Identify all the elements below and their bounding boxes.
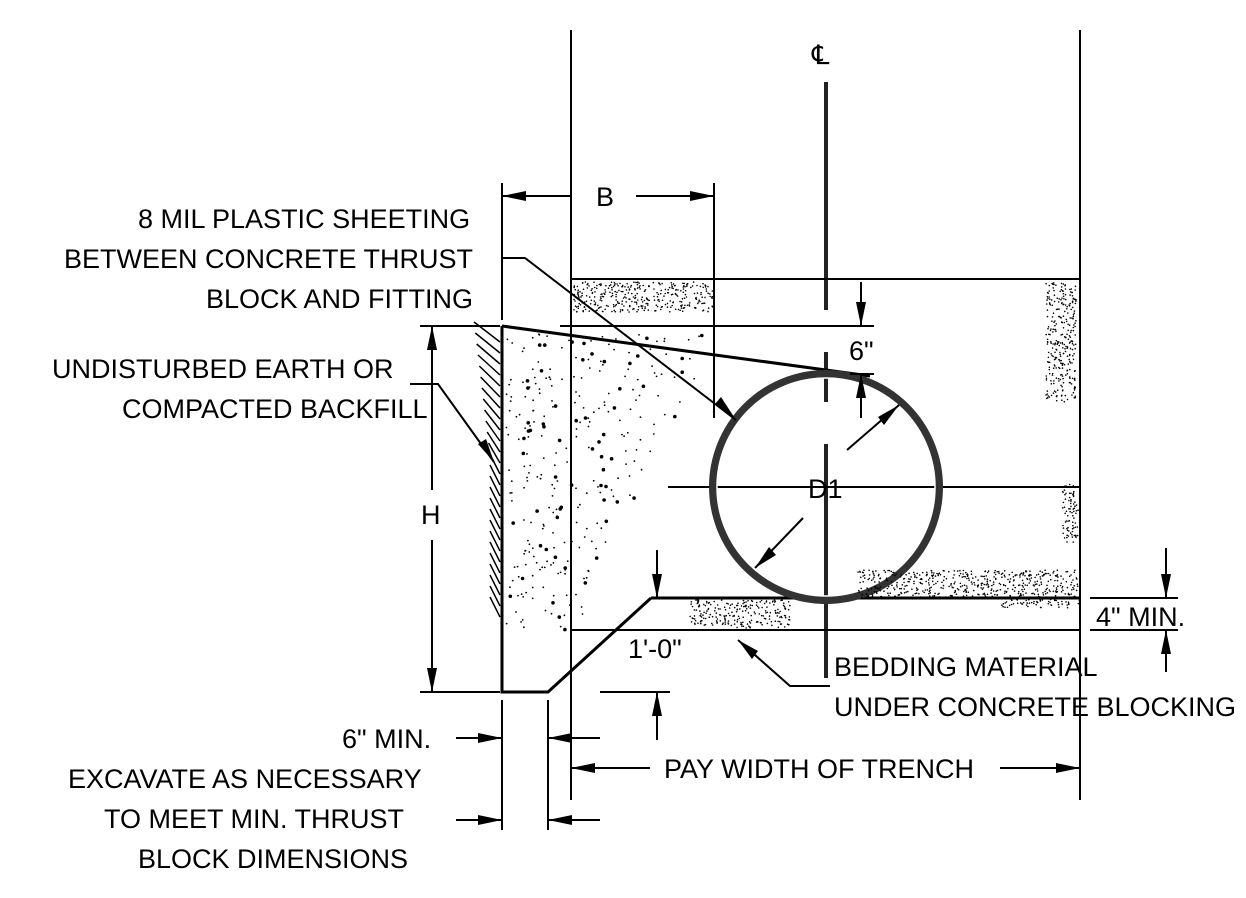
dim-b-arrow-left	[502, 191, 526, 201]
pipe-inner-line	[716, 377, 936, 597]
dim-d1-label: D1	[808, 474, 843, 504]
excavate-label-line2: TO MEET MIN. THRUST	[104, 804, 404, 834]
bedding-stipple-pattern	[573, 281, 1081, 629]
excavate-label-line3: BLOCK DIMENSIONS	[138, 844, 408, 874]
dim-6in-arrow-bottom	[856, 374, 866, 398]
plastic-sheeting-label-line1: 8 MIL PLASTIC SHEETING	[138, 204, 470, 234]
thrust-block-outline	[500, 326, 653, 694]
centerline-symbol: ℄	[811, 40, 830, 70]
dim-6in-min-arrow-right	[548, 733, 572, 743]
dim-1ft-arrow-bottom	[652, 692, 662, 716]
plastic-sheeting-label-line2: BETWEEN CONCRETE THRUST	[64, 244, 473, 274]
bedding-label-line2: UNDER CONCRETE BLOCKING	[834, 692, 1236, 722]
plastic-sheeting-label-line3: BLOCK AND FITTING	[206, 284, 473, 314]
bedding-leader-arrow	[738, 640, 758, 659]
earth-leader	[410, 383, 495, 463]
plastic-sheeting-leader-arrow	[715, 397, 736, 420]
pipe-outer-wall	[709, 370, 943, 604]
concrete-fill-pattern	[505, 333, 704, 632]
dim-6in-min-arrow-left	[478, 733, 502, 743]
bedding-leader	[737, 639, 830, 687]
pay-width-label: PAY WIDTH OF TRENCH	[664, 754, 974, 784]
pay-width-arrow-left	[571, 763, 595, 773]
dim-1ft-label: 1'-0"	[628, 634, 682, 664]
dim-6in-label: 6"	[849, 336, 874, 366]
dim-h-arrow-bottom	[427, 668, 437, 692]
excavate-label-line1: EXCAVATE AS NECESSARY	[68, 764, 422, 794]
dim-b-label: B	[596, 182, 614, 212]
excavate-arrow-right	[548, 815, 572, 825]
dim-6in-min-label: 6" MIN.	[342, 724, 431, 754]
earth-label-line2: COMPACTED BACKFILL	[122, 394, 428, 424]
dim-d1-arrow-lower	[755, 547, 776, 568]
thrust-block-top-edge	[501, 324, 871, 378]
earth-label-line1: UNDISTURBED EARTH OR	[52, 354, 394, 384]
pay-width-arrow-right	[1056, 763, 1080, 773]
dim-d1-arrow-upper	[878, 405, 899, 425]
plastic-sheeting-leader	[502, 257, 737, 421]
dim-h-arrow-top	[427, 326, 437, 350]
dim-4in-arrow-bottom	[1161, 630, 1171, 654]
dim-4in-label: 4" MIN.	[1096, 602, 1185, 632]
dim-h-label: H	[421, 500, 441, 530]
excavate-arrow-left	[478, 815, 502, 825]
bedding-label-line1: BEDDING MATERIAL	[834, 652, 1098, 682]
undisturbed-earth-hatch	[473, 321, 501, 618]
dim-b-arrow-right	[690, 191, 714, 201]
dim-6in-arrow-top	[856, 302, 866, 326]
earth-leader-arrow	[478, 439, 494, 462]
dim-1ft-arrow-top	[652, 574, 662, 598]
dim-4in-arrow-top	[1161, 574, 1171, 598]
